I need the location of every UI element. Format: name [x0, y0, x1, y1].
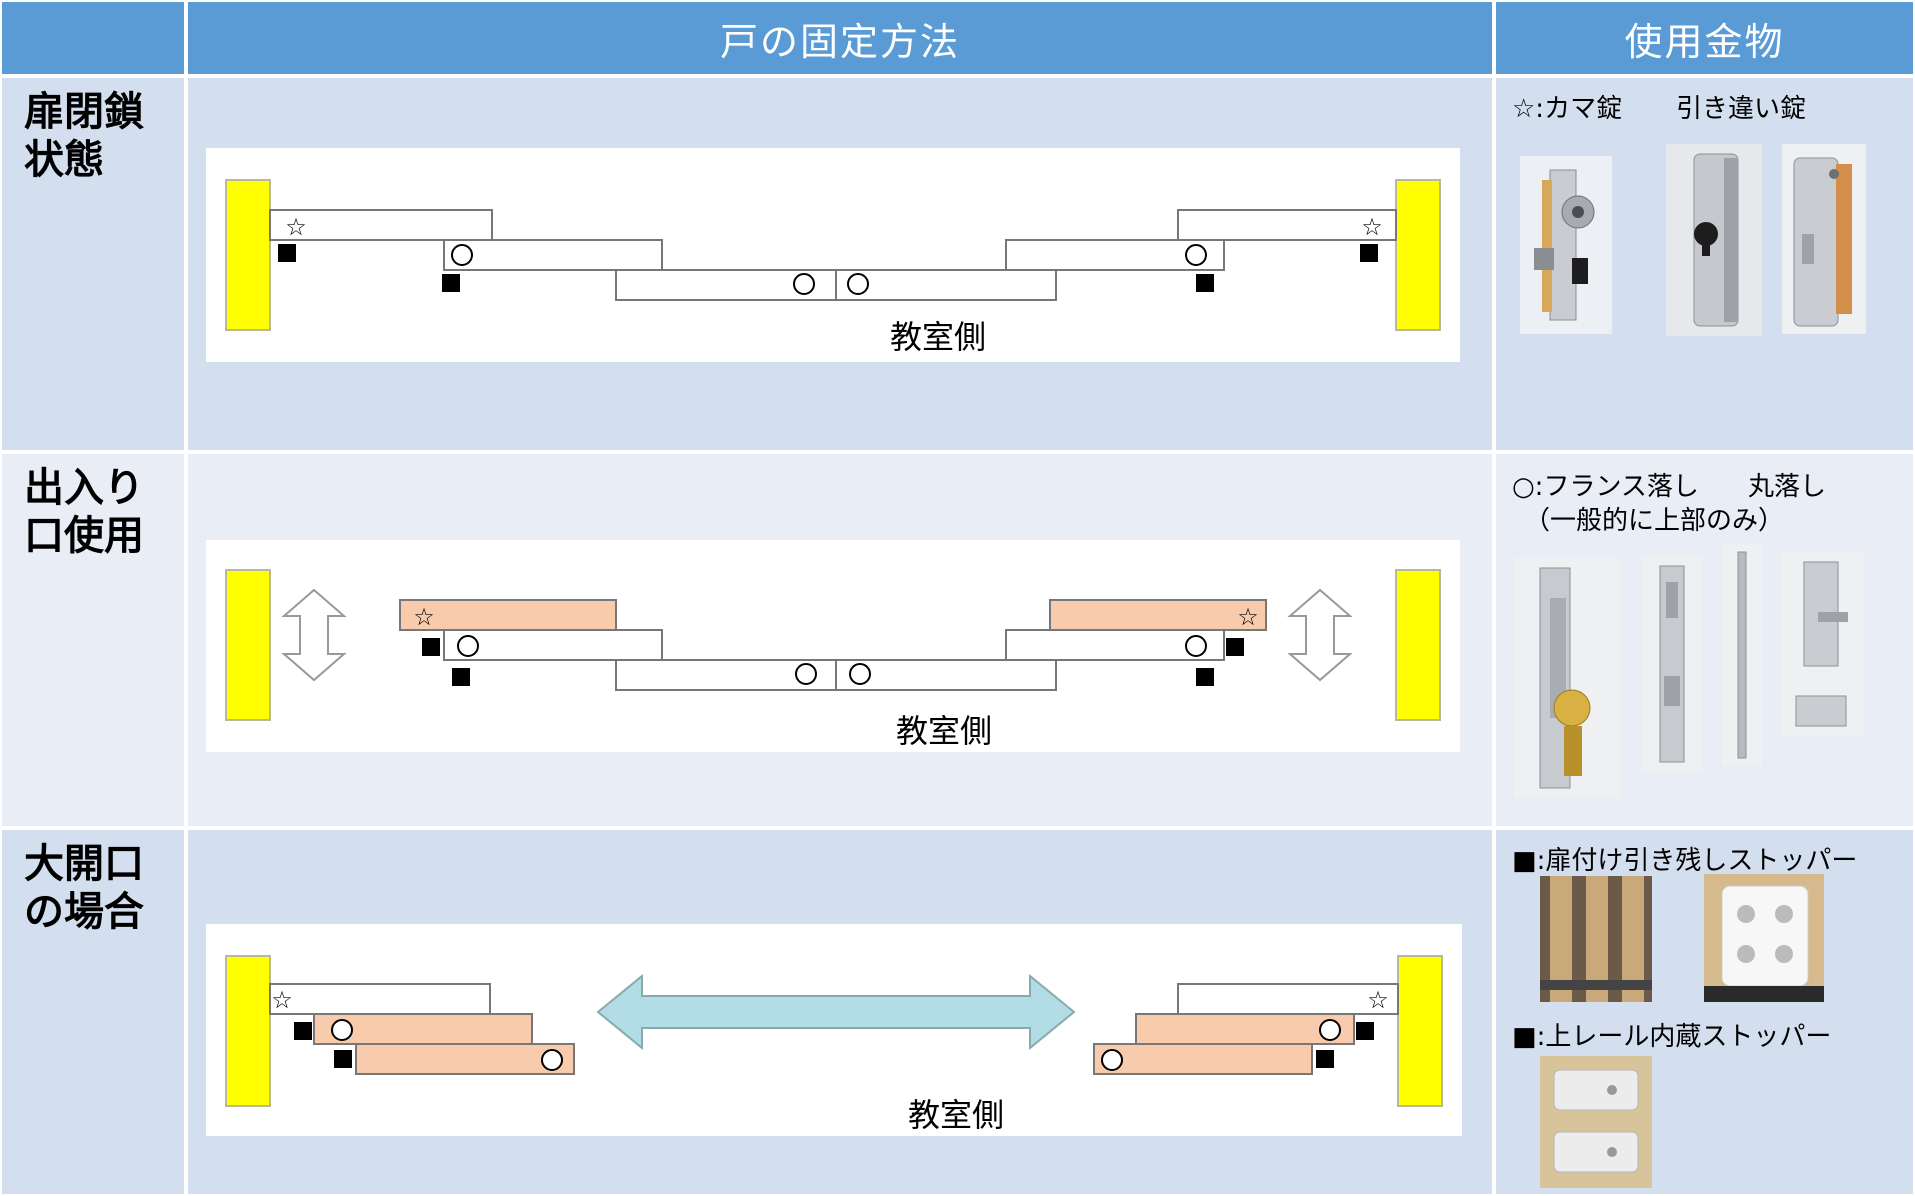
door-right-inner-slid — [1093, 1043, 1313, 1075]
door-left-middle — [443, 239, 663, 271]
door-stopper-photo-2 — [1704, 874, 1824, 1002]
room-side-label: 教室側 — [908, 1096, 1004, 1134]
circle-mark — [1319, 1019, 1341, 1041]
pillar-left — [225, 569, 271, 721]
door-right-outer — [1177, 209, 1397, 241]
pillar-right — [1395, 179, 1441, 331]
up-down-arrow-icon — [281, 588, 347, 682]
square-mark — [422, 638, 440, 656]
room-side-label: 教室側 — [896, 712, 992, 750]
square-mark — [1226, 638, 1244, 656]
diagram-panel-entrance: ☆ ☆ 教室側 — [206, 540, 1460, 752]
header-method: 戸の固定方法 — [188, 2, 1492, 74]
kama-lock-photo — [1520, 156, 1612, 334]
circle-mark — [331, 1019, 353, 1041]
round-drop-photo — [1722, 544, 1762, 766]
circle-mark — [541, 1049, 563, 1071]
door-stopper-photo-1 — [1540, 876, 1652, 1002]
flange-drop-photo-1 — [1514, 558, 1620, 798]
door-diagram-closed: ☆ ☆ 教室側 — [225, 179, 1441, 356]
diagram-panel-wide-opening: ☆ ☆ 教室側 — [206, 924, 1462, 1136]
up-down-arrow-icon — [1287, 588, 1353, 682]
square-mark — [1360, 244, 1378, 262]
square-mark — [334, 1050, 352, 1068]
header-blank-cell — [2, 2, 184, 74]
wide-opening-arrow-icon — [596, 973, 1076, 1051]
legend-flange-drop: ○:フランス落し — [1512, 472, 1699, 502]
legend-rail-stopper: ■:上レール内蔵ストッパー — [1512, 1022, 1832, 1052]
circle-mark — [1185, 244, 1207, 266]
circle-mark — [1101, 1049, 1123, 1071]
legend-hikichigai-lock: 引き違い錠 — [1676, 94, 1807, 124]
square-mark — [294, 1022, 312, 1040]
diagram-panel-closed: ☆ ☆ 教室側 — [206, 148, 1460, 362]
star-mark: ☆ — [1237, 603, 1259, 631]
pillar-left — [225, 955, 271, 1107]
circle-mark — [457, 635, 479, 657]
door-left-outer — [269, 983, 491, 1015]
door-right-outer — [1177, 983, 1399, 1015]
star-mark: ☆ — [1361, 213, 1383, 241]
legend-round-drop: 丸落し — [1748, 472, 1827, 502]
square-mark — [1196, 668, 1214, 686]
hikichigai-lock-photo-2 — [1782, 144, 1866, 334]
door-left-middle — [443, 629, 663, 661]
square-mark — [1356, 1022, 1374, 1040]
door-right-outer-slid — [1049, 599, 1267, 631]
row-label-closed: 扉閉鎖 状態 — [2, 78, 184, 450]
door-right-inner — [835, 659, 1057, 691]
header-hardware: 使用金物 — [1496, 2, 1913, 74]
square-mark — [1316, 1050, 1334, 1068]
square-mark — [278, 244, 296, 262]
square-mark — [1196, 274, 1214, 292]
door-right-middle — [1005, 239, 1225, 271]
circle-mark — [1185, 635, 1207, 657]
round-drop-photo-2 — [1782, 552, 1864, 736]
square-mark — [452, 668, 470, 686]
circle-mark — [793, 273, 815, 295]
rail-stopper-photo — [1540, 1056, 1652, 1188]
door-left-outer-slid — [399, 599, 617, 631]
legend-drop-note: （一般的に上部のみ） — [1524, 506, 1785, 536]
door-right-middle — [1005, 629, 1225, 661]
legend-door-stopper: ■:扉付け引き残しストッパー — [1512, 846, 1858, 876]
flange-drop-photo-2 — [1642, 556, 1702, 772]
hikichigai-lock-photo-1 — [1666, 144, 1762, 336]
room-side-label: 教室側 — [890, 318, 986, 356]
door-left-inner-slid — [355, 1043, 575, 1075]
door-right-inner — [835, 269, 1057, 301]
row-label-entrance: 出入り 口使用 — [2, 454, 184, 826]
pillar-right — [1397, 955, 1443, 1107]
door-diagram-wide-opening: ☆ ☆ 教室側 — [225, 955, 1443, 1134]
pillar-right — [1395, 569, 1441, 721]
circle-mark — [847, 273, 869, 295]
square-mark — [442, 274, 460, 292]
star-mark: ☆ — [1367, 986, 1389, 1014]
circle-mark — [451, 244, 473, 266]
door-right-middle-slid — [1135, 1013, 1355, 1045]
door-diagram-entrance: ☆ ☆ 教室側 — [225, 569, 1441, 750]
star-mark: ☆ — [413, 603, 435, 631]
pillar-left — [225, 179, 271, 331]
door-left-outer — [269, 209, 493, 241]
circle-mark — [795, 663, 817, 685]
legend-kama-lock: ☆:カマ錠 — [1512, 94, 1623, 124]
star-mark: ☆ — [285, 213, 307, 241]
circle-mark — [849, 663, 871, 685]
row-label-wide-opening: 大開口 の場合 — [2, 830, 184, 1194]
star-mark: ☆ — [271, 986, 293, 1014]
